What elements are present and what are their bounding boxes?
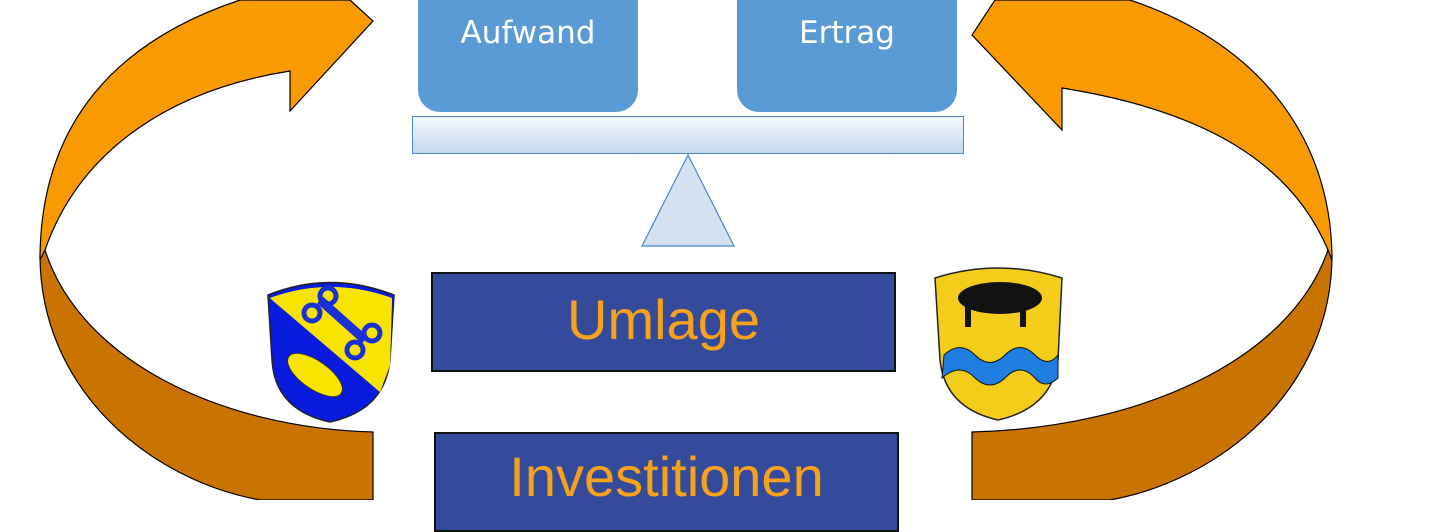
investitionen-label: Investitionen <box>509 445 824 508</box>
right-cycle-arrow-upper <box>971 0 1333 261</box>
coat-of-arms-right <box>934 267 1063 421</box>
diagram-shapes <box>39 0 1333 500</box>
umlage-box: Umlage <box>431 272 896 372</box>
aufwand-label: Aufwand <box>460 15 596 51</box>
right-cycle-arrow-lower <box>971 248 1333 500</box>
left-cycle-arrow-upper <box>39 0 374 261</box>
ertrag-label: Ertrag <box>799 15 895 51</box>
balance-beam <box>412 116 964 154</box>
left-cycle-arrow-lower <box>39 248 374 500</box>
pan-ertrag: Ertrag <box>737 0 957 112</box>
umlage-label: Umlage <box>567 288 760 351</box>
coat-of-arms-left <box>267 281 395 423</box>
pan-aufwand: Aufwand <box>418 0 638 112</box>
fulcrum-triangle <box>641 153 735 247</box>
investitionen-box: Investitionen <box>434 432 899 532</box>
